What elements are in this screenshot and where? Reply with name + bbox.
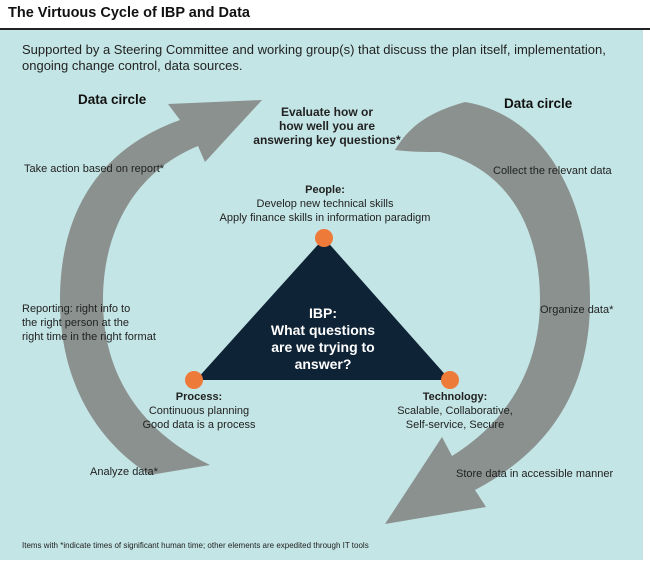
people-label: People: Develop new technical skills App… — [190, 183, 460, 225]
ibp-center-text: IBP: What questions are we trying to ans… — [258, 305, 388, 373]
page-title: The Virtuous Cycle of IBP and Data — [8, 5, 250, 21]
process-line-1: Continuous planning — [148, 405, 250, 417]
analyze-label: Analyze data* — [90, 466, 158, 478]
data-circle-right-label: Data circle — [504, 96, 573, 111]
footnote: Items with *indicate times of significan… — [22, 541, 369, 550]
process-label: Process: Continuous planning Good data i… — [124, 390, 274, 432]
process-line-2: Good data is a process — [142, 419, 256, 431]
people-node — [315, 229, 333, 247]
evaluate-line-1: Evaluate how or — [280, 105, 374, 119]
take-action-label: Take action based on report* — [24, 163, 165, 175]
subtitle: Supported by a Steering Committee and wo… — [22, 42, 606, 73]
technology-line-1: Scalable, Collaborative, — [397, 405, 513, 417]
right-cycle-arrow — [385, 102, 590, 524]
center-line-2: What questions — [270, 322, 376, 338]
evaluate-line-2: how well you are — [278, 119, 376, 133]
technology-label: Technology: Scalable, Collaborative, Sel… — [385, 390, 525, 432]
technology-title: Technology: — [422, 391, 488, 403]
organize-label: Organize data* — [540, 304, 614, 316]
reporting-line-1: Reporting: right info to — [22, 303, 131, 315]
reporting-line-3: right time in the right format — [22, 331, 156, 343]
people-line-2: Apply finance skills in information para… — [219, 212, 431, 224]
reporting-line-2: the right person at the — [22, 317, 130, 329]
reporting-label: Reporting: right info to the right perso… — [22, 302, 156, 344]
center-line-1: IBP: — [309, 305, 337, 321]
evaluate-label: Evaluate how or how well you are answeri… — [252, 105, 402, 147]
collect-label: Collect the relevant data — [493, 165, 612, 177]
people-line-1: Develop new technical skills — [256, 198, 394, 210]
data-circle-left-label: Data circle — [78, 92, 147, 107]
store-label: Store data in accessible manner — [456, 468, 614, 480]
technology-line-2: Self-service, Secure — [405, 419, 505, 431]
evaluate-line-3: answering key questions* — [253, 133, 401, 147]
ibp-triangle — [196, 238, 450, 380]
title-divider — [0, 28, 650, 30]
process-node — [185, 371, 203, 389]
people-title: People: — [305, 184, 345, 196]
technology-node — [441, 371, 459, 389]
center-line-3: are we trying to answer? — [271, 339, 375, 372]
process-title: Process: — [175, 391, 223, 403]
left-cycle-arrow — [60, 100, 262, 475]
